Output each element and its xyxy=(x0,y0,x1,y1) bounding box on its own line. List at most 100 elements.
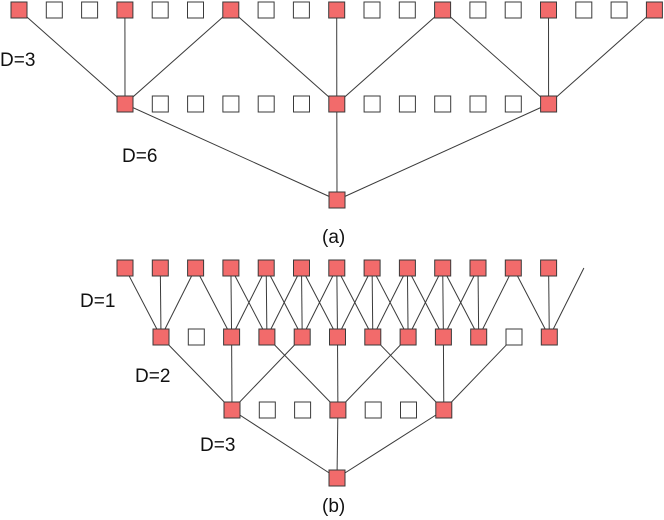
panel-a-inactive-node xyxy=(45,1,63,19)
panel-b-dilation-label-3: D=3 xyxy=(200,435,235,456)
panel-b-active-node xyxy=(151,259,169,277)
panel-b-active-node xyxy=(540,259,558,277)
panel-b-active-node xyxy=(222,259,240,277)
panel-a-dilation-label-2: D=6 xyxy=(122,146,157,167)
panel-b-edge xyxy=(266,336,339,411)
panel-b-inactive-node xyxy=(505,328,523,346)
panel-a-inactive-node xyxy=(398,95,416,113)
panel-b-active-node xyxy=(329,401,347,419)
panel-a-inactive-node xyxy=(222,95,240,113)
panel-a-dilation-label-1: D=3 xyxy=(0,50,35,71)
panel-a-active-node xyxy=(645,1,663,19)
panel-b-active-node xyxy=(363,259,381,277)
panel-b-active-node xyxy=(258,328,276,346)
panel-b-inactive-node xyxy=(364,401,382,419)
panel-b-active-node xyxy=(116,259,134,277)
panel-a-inactive-node xyxy=(187,95,205,113)
panel-b-inactive-node xyxy=(400,401,417,419)
panel-b-active-node xyxy=(223,328,241,346)
panel-b-edge xyxy=(301,267,338,338)
panel-b-edge xyxy=(371,267,409,338)
panel-b-edge xyxy=(230,267,268,338)
panel-b-active-node xyxy=(470,328,488,346)
panel-b-inactive-node xyxy=(258,401,276,419)
panel-a-inactive-node xyxy=(363,1,381,19)
panel-b-edge xyxy=(231,336,303,411)
panel-a-active-node xyxy=(222,1,240,19)
panel-b-edge xyxy=(442,267,480,338)
panel-b: D=1 D=2 D=3 (b) xyxy=(80,259,585,517)
panel-b-active-node xyxy=(434,328,452,346)
panel-b-edge xyxy=(548,267,550,338)
panel-b-active-node xyxy=(223,401,241,419)
panel-b-active-node xyxy=(329,328,346,346)
panel-b-edge xyxy=(195,267,233,338)
panel-a-inactive-node xyxy=(469,95,487,113)
panel-b-edge xyxy=(406,267,409,338)
panel-b-edges xyxy=(124,267,585,479)
panel-b-edge xyxy=(336,267,374,338)
panel-b-edge xyxy=(160,267,197,338)
panel-a-edge xyxy=(124,9,232,105)
panel-b-active-node xyxy=(293,328,311,346)
panel-b-edge xyxy=(548,267,585,338)
panel-b-active-node xyxy=(398,259,416,277)
panel-b-nodes xyxy=(116,259,558,487)
panel-b-edge xyxy=(336,267,338,338)
panel-a-inactive-node xyxy=(257,95,275,113)
panel-b-active-node xyxy=(187,259,205,277)
panel-b-active-node xyxy=(540,328,558,346)
panel-a-inactive-node xyxy=(575,1,593,19)
panel-b-dilation-label-1: D=1 xyxy=(80,291,115,312)
panel-b-edge xyxy=(265,267,268,338)
panel-b-edge xyxy=(442,267,444,338)
panel-b-edge xyxy=(336,409,339,479)
panel-a-inactive-node xyxy=(398,1,416,19)
panel-a: D=3 D=6 (a) xyxy=(0,1,663,248)
panel-b-dilation-label-2: D=2 xyxy=(135,366,170,387)
panel-a-edge xyxy=(230,9,338,105)
panel-b-edge xyxy=(301,267,303,338)
panel-a-inactive-node xyxy=(504,95,522,113)
panel-a-edge xyxy=(548,9,655,105)
panel-a-active-node xyxy=(540,95,558,113)
panel-a-active-node xyxy=(328,191,346,209)
panel-a-edge xyxy=(336,103,549,201)
panel-a-inactive-node xyxy=(469,1,487,19)
panel-b-edge xyxy=(124,267,162,338)
panel-b-inactive-node xyxy=(187,328,205,346)
panel-b-active-node xyxy=(152,328,170,346)
panel-b-edge xyxy=(443,336,515,411)
panel-a-active-node xyxy=(328,1,346,19)
panel-a-active-node xyxy=(540,1,557,19)
panel-a-inactive-node xyxy=(504,1,522,19)
panel-b-edge xyxy=(512,267,550,338)
panel-a-inactive-node xyxy=(293,95,310,113)
panel-b-edge xyxy=(265,267,303,338)
panel-b-active-node xyxy=(434,259,452,277)
panel-a-caption: (a) xyxy=(322,227,345,248)
panel-b-active-node xyxy=(257,259,275,277)
panel-b-edge xyxy=(160,336,233,411)
panel-a-inactive-node xyxy=(151,1,169,19)
panel-b-edge xyxy=(159,267,162,338)
panel-b-active-node xyxy=(504,259,522,277)
panel-b-edge xyxy=(406,267,444,338)
panel-b-edge xyxy=(477,267,480,338)
panel-a-edge xyxy=(18,9,126,105)
panel-b-active-node xyxy=(293,259,310,277)
panel-a-active-node xyxy=(116,1,134,19)
panel-a-edge xyxy=(336,9,443,105)
panel-b-active-node xyxy=(435,401,453,419)
panel-a-inactive-node xyxy=(363,95,381,113)
panel-a-edge xyxy=(124,103,338,201)
panel-a-inactive-node xyxy=(151,95,169,113)
panel-b-caption: (b) xyxy=(322,496,345,517)
panel-b-edge xyxy=(231,409,338,479)
panel-b-active-node xyxy=(328,469,346,487)
panel-a-nodes xyxy=(10,1,663,209)
panel-a-edges xyxy=(18,9,655,201)
panel-a-inactive-node xyxy=(187,1,204,19)
panel-b-active-node xyxy=(469,259,487,277)
